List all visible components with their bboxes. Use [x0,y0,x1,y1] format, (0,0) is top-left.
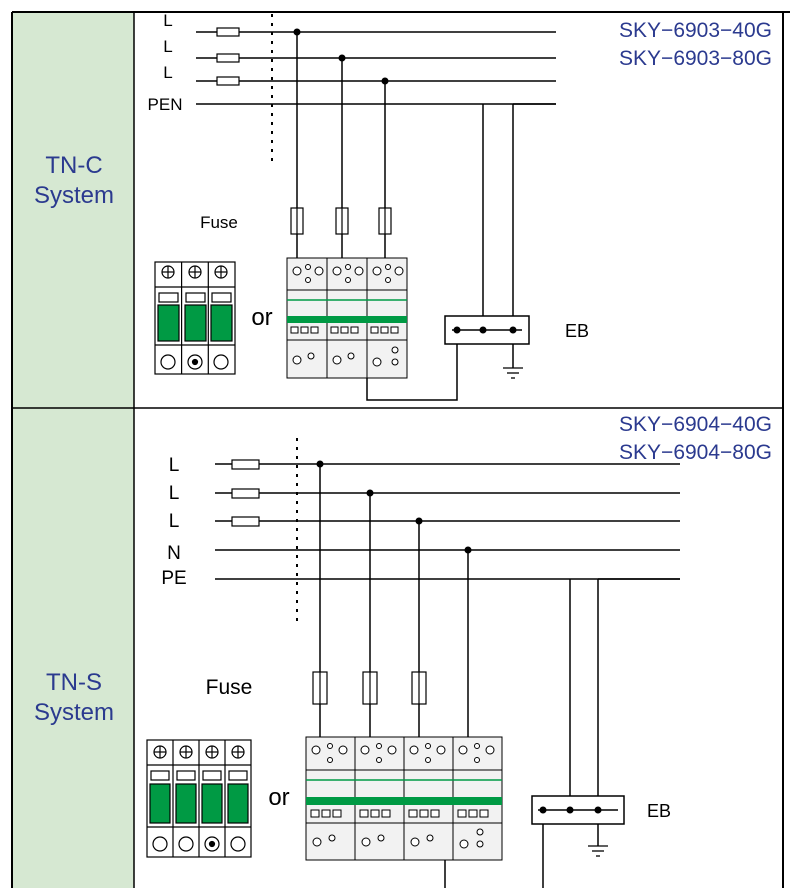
tns-conductor-label-l2: L [169,483,180,504]
tnc-modular-spd [286,257,408,379]
tnc-conductor-label-l1: L [163,11,172,30]
tns-conductor-label-l1: L [169,455,180,476]
tns-eb-dots [539,806,602,814]
tnc-junction-dots [293,28,389,85]
tnc-fuse-label: Fuse [200,213,238,232]
tnc-model-1: SKY−6903−40G [619,19,772,42]
tns-busbars [215,463,680,580]
tnc-busbars [196,31,556,105]
tnc-line-fuses [216,27,240,86]
tnc-conductor-label-pen: PEN [148,95,183,114]
tnc-or-label: or [251,304,272,331]
tnc-system-title: TN-C [45,152,102,179]
tns-fuse-label: Fuse [206,676,253,699]
tnc-compact-spd [154,261,236,375]
tns-conductor-label-l3: L [169,511,180,532]
tns-conductor-label-pe: PE [161,568,186,589]
tns-junction-dots [316,460,472,554]
tns-system-title: TN-S [46,669,102,696]
tns-sidebar [12,408,134,888]
tnc-earth-icon [503,367,523,379]
tns-conductor-label-n: N [167,543,181,564]
tns-model-1: SKY−6904−40G [619,413,772,436]
tns-line-fuses [231,459,260,527]
tnc-model-2: SKY−6903−80G [619,47,772,70]
tnc-conductor-label-l3: L [163,63,172,82]
tnc-ground-wire [366,330,458,401]
tns-or-label: or [268,784,289,811]
tns-compact-spd [146,739,252,858]
tns-eb-label: EB [647,801,671,821]
tnc-sidebar [12,12,134,408]
tns-system-subtitle: System [34,699,114,726]
tnc-eb-dots [453,326,517,334]
tns-modular-spd [305,736,503,861]
tns-spd-fuses [312,671,427,705]
tnc-system-subtitle: System [34,182,114,209]
tnc-eb-label: EB [565,321,589,341]
tnc-spd-fuses [290,207,392,235]
tns-model-2: SKY−6904−80G [619,441,772,464]
tns-earth-icon [588,845,608,857]
tnc-conductor-label-l2: L [163,37,172,56]
